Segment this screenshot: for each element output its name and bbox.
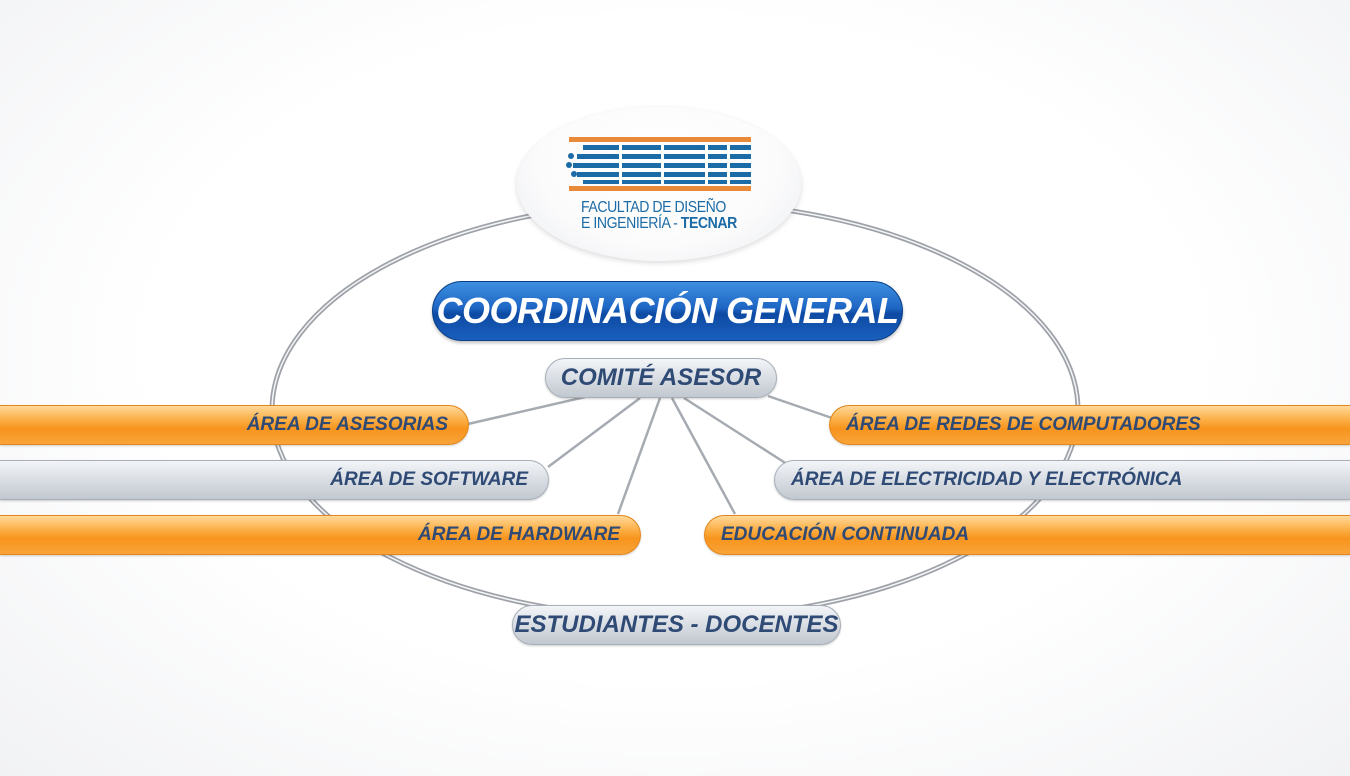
connector-lines <box>467 394 833 515</box>
logo-line-1: FACULTAD DE DISEÑO <box>581 199 726 216</box>
connector-hardware <box>616 397 662 515</box>
logo-line-2-prefix: E INGENIERÍA - <box>581 215 681 232</box>
connector-educacion <box>670 397 737 515</box>
connector-electricidad <box>683 396 791 468</box>
coordinacion-general-node: COORDINACIÓN GENERAL <box>432 281 903 341</box>
connector-software <box>547 397 641 468</box>
logo-caption: FACULTAD DE DISEÑO E INGENIERÍA - TECNAR <box>581 200 737 232</box>
logo-badge: FACULTAD DE DISEÑO E INGENIERÍA - TECNAR <box>517 107 801 261</box>
area-software-node: ÁREA DE SOFTWARE <box>0 460 549 500</box>
area-redes-node: ÁREA DE REDES DE COMPUTADORES <box>829 405 1350 445</box>
area-electricidad-node: ÁREA DE ELECTRICIDAD Y ELECTRÓNICA <box>774 460 1350 500</box>
logo-line-2-strong: TECNAR <box>680 215 737 232</box>
comite-asesor-node: COMITÉ ASESOR <box>545 358 777 398</box>
connector-redes <box>767 394 833 420</box>
connector-asesorias <box>467 395 586 426</box>
estudiantes-docentes-node: ESTUDIANTES - DOCENTES <box>512 605 841 645</box>
area-asesorias-node: ÁREA DE ASESORIAS <box>0 405 469 445</box>
educacion-continuada-node: EDUCACIÓN CONTINUADA <box>704 515 1350 555</box>
logo-line-2: E INGENIERÍA - TECNAR <box>581 216 737 232</box>
area-hardware-node: ÁREA DE HARDWARE <box>0 515 641 555</box>
fadi-logo-icon <box>566 137 751 191</box>
